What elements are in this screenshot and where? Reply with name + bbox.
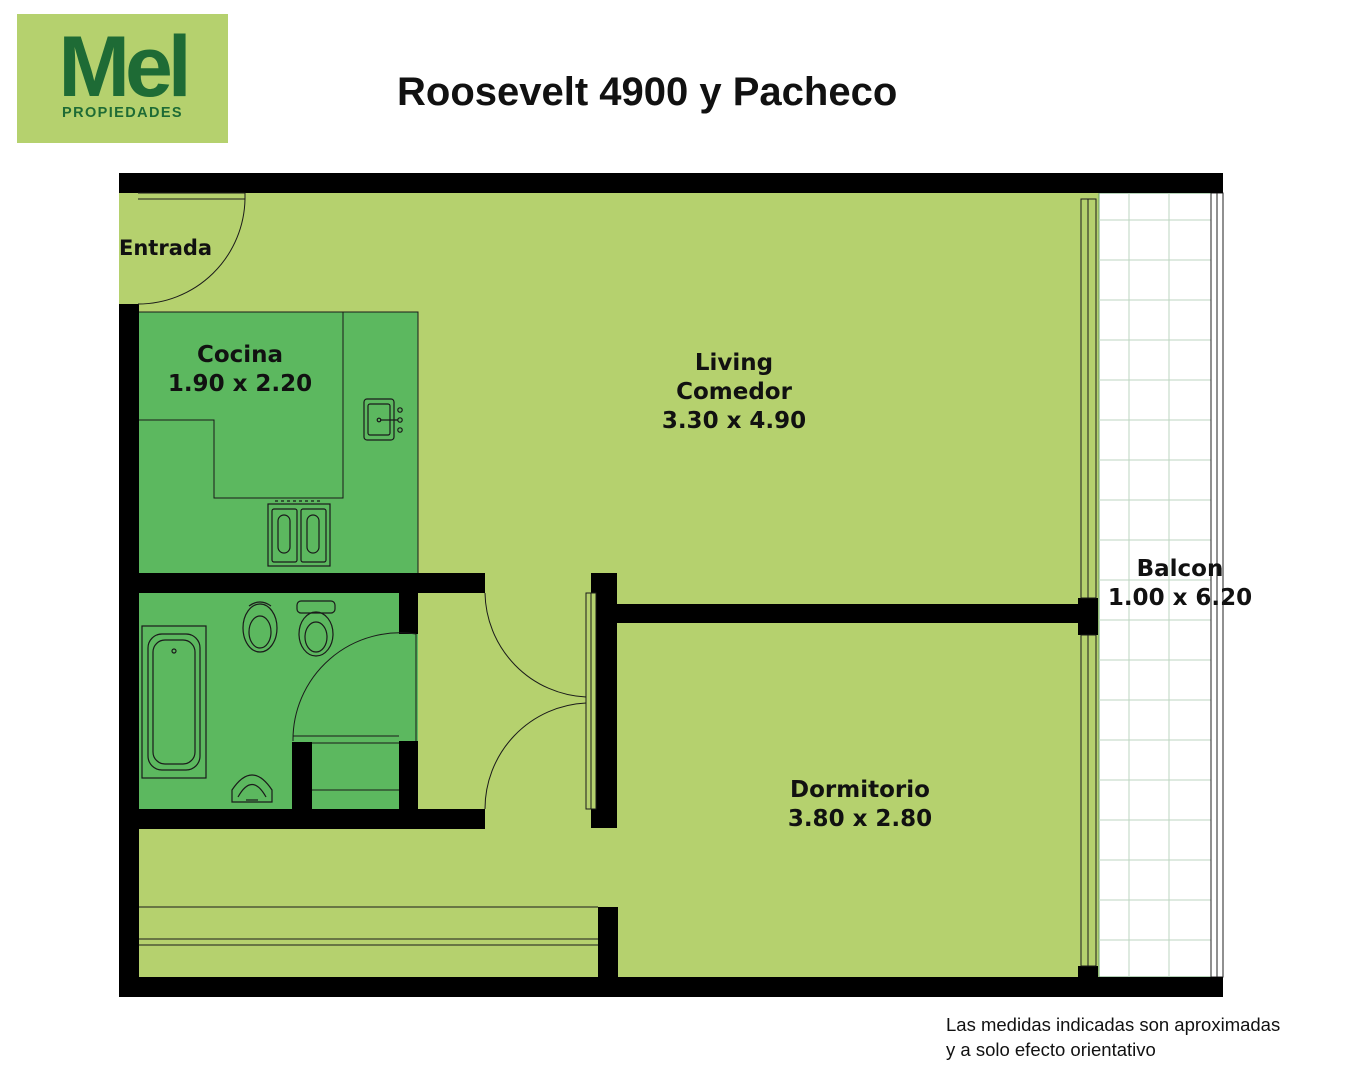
room-name-comedor: Comedor <box>676 379 792 405</box>
company-logo: Mel PROPIEDADES <box>17 14 228 143</box>
hall-partition <box>585 592 597 810</box>
room-size-balcon: 1.00 x 6.20 <box>1107 585 1253 611</box>
disclaimer-line-2: y a solo efecto orientativo <box>946 1039 1156 1060</box>
stove-icon <box>267 500 331 567</box>
toilet-icon <box>296 600 336 657</box>
room-name-cocina: Cocina <box>196 342 284 368</box>
room-size-living: 3.30 x 4.90 <box>661 408 807 434</box>
disclaimer-note: Las medidas indicadas son aproximadas y … <box>946 1012 1280 1062</box>
logo-brand-text: Mel <box>58 19 191 115</box>
balcony-window <box>1080 198 1097 967</box>
balcony-tiles <box>1098 192 1224 978</box>
room-size-dormitorio: 3.80 x 2.80 <box>787 806 933 832</box>
bidet-icon <box>242 601 278 653</box>
room-label-balcon: Balcon 1.00 x 6.20 <box>1108 555 1252 613</box>
room-size-cocina: 1.90 x 2.20 <box>167 371 313 397</box>
kitchen-sink-icon <box>363 398 403 441</box>
page-title: Roosevelt 4900 y Pacheco <box>397 70 898 114</box>
disclaimer-line-1: Las medidas indicadas son aproximadas <box>946 1014 1281 1035</box>
bathroom-closet <box>293 734 418 809</box>
room-label-entrada: Entrada <box>119 236 213 260</box>
logo-subtitle: PROPIEDADES <box>62 105 183 121</box>
room-label-cocina: Cocina 1.90 x 2.20 <box>168 341 312 399</box>
wardrobe <box>138 906 598 946</box>
room-name-balcon: Balcon <box>1136 556 1224 582</box>
doors <box>137 192 587 810</box>
walls <box>119 173 1223 997</box>
bathtub-icon <box>141 625 207 779</box>
kitchen-counters <box>138 312 344 499</box>
room-label-living: Living Comedor 3.30 x 4.90 <box>662 349 806 436</box>
room-name-living: Living <box>694 350 774 376</box>
room-name-dormitorio: Dormitorio <box>790 777 930 803</box>
washbasin-icon <box>231 774 273 803</box>
room-label-dormitorio: Dormitorio 3.80 x 2.80 <box>788 776 932 834</box>
